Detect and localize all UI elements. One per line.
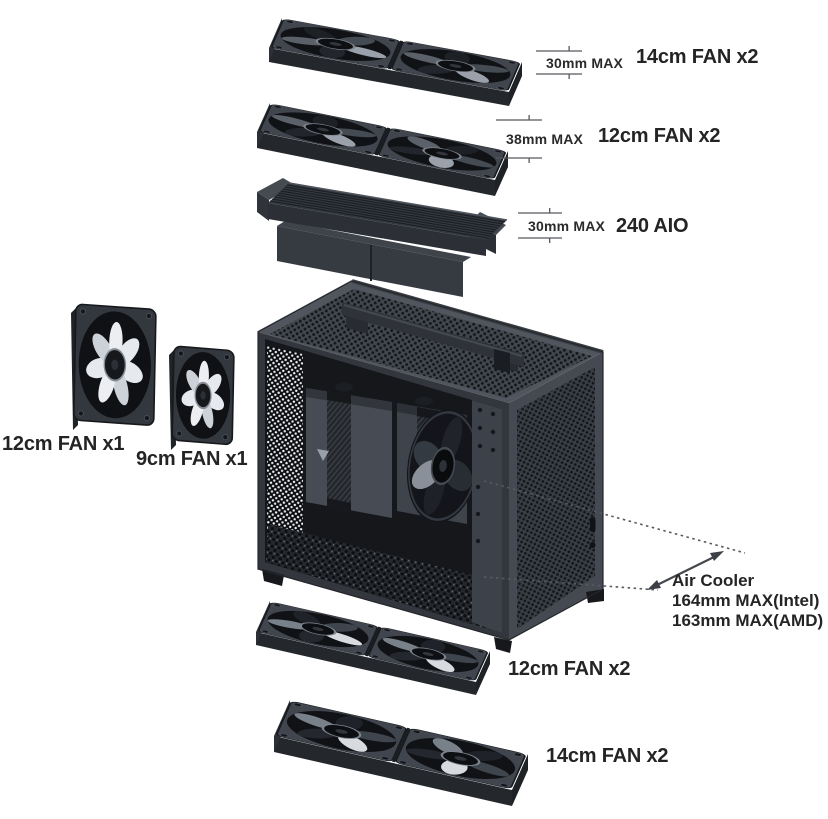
label-14cm-fan-bottom: 14cm FAN x2: [546, 745, 669, 767]
height-arrow: [647, 551, 724, 590]
fan-9cm-side: [169, 345, 235, 450]
power-button: [589, 542, 596, 548]
dimension-label-38mm: 38mm MAX: [506, 131, 584, 147]
case-interior: [265, 339, 502, 633]
dimension-label-30mm-aio: 30mm MAX: [528, 218, 606, 234]
dimension-bracket-30mm-top: [536, 46, 582, 79]
fan-pair-12cm-top: [257, 103, 508, 196]
pc-case: [257, 279, 604, 653]
fan-pair-14cm-top: [269, 18, 522, 106]
label-240-aio: 240 AIO: [616, 215, 689, 237]
fan-pair-12cm-bottom: [256, 601, 490, 695]
dimension-label-30mm-top: 30mm MAX: [546, 55, 624, 71]
label-12cm-fan-side: 12cm FAN x1: [2, 433, 125, 455]
io-port-slot: [590, 517, 596, 532]
dimension-bracket-30mm-aio: [518, 208, 562, 243]
air-cooler-annotation: Air Cooler 164mm MAX(Intel) 163mm MAX(AM…: [672, 571, 823, 631]
radiator-240-aio: [257, 178, 508, 297]
air-cooler-intel: 164mm MAX(Intel): [672, 591, 820, 610]
label-12cm-fan-top: 12cm FAN x2: [598, 125, 721, 147]
dimension-bracket-38mm: [496, 115, 542, 163]
fan-pair-14cm-bottom: [274, 700, 528, 806]
cpu-air-cooler: [306, 382, 480, 524]
air-cooler-amd: 163mm MAX(AMD): [672, 611, 824, 630]
air-cooler-clearance-guides: [483, 480, 746, 591]
label-12cm-fan-bottom: 12cm FAN x2: [508, 658, 631, 680]
air-cooler-title: Air Cooler: [672, 571, 755, 590]
fan-12cm-side: [71, 303, 157, 430]
cooler-fan: [406, 409, 480, 523]
label-9cm-fan-side: 9cm FAN x1: [136, 448, 248, 470]
case-handle: [342, 302, 524, 373]
label-14cm-fan-top: 14cm FAN x2: [636, 46, 759, 68]
